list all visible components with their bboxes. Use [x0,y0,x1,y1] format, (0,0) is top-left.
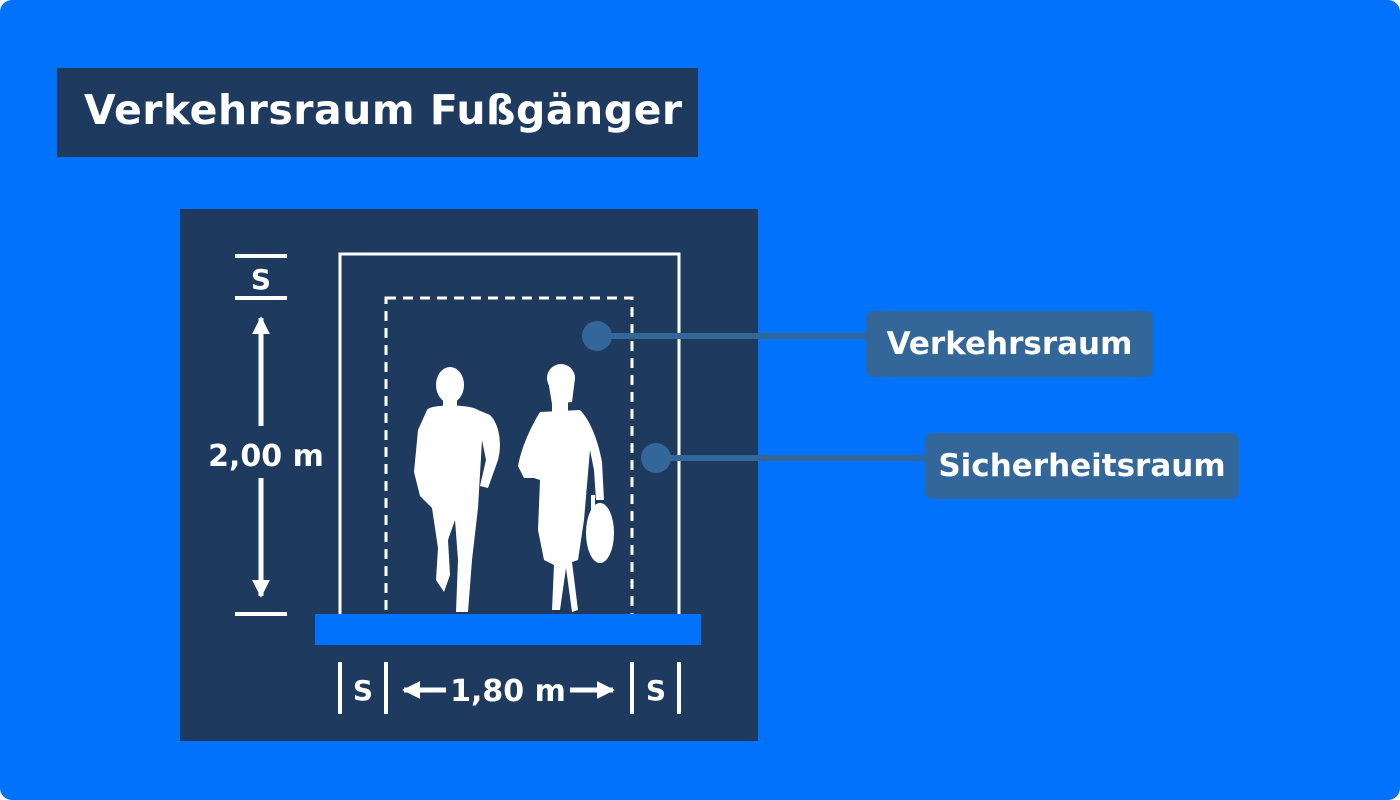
ground-surface [315,614,701,645]
s-right-label: S [646,674,666,707]
pedestrian-woman-icon [518,364,614,612]
sicherheitsraum-dot [641,443,671,473]
title-box [57,68,698,157]
s-left-label: S [353,674,373,707]
callout-sicherheitsraum: Sicherheitsraum [925,433,1239,499]
callout-verkehrsraum: Verkehrsraum [866,311,1153,377]
verkehrsraum-dot [582,321,612,351]
width-label: 1,80 m [450,674,566,709]
pedestrian-man-icon [414,367,500,612]
height-label: 2,00 m [208,439,324,474]
s-top-label: S [251,263,271,296]
page-title: Verkehrsraum Fußgänger [84,86,683,134]
